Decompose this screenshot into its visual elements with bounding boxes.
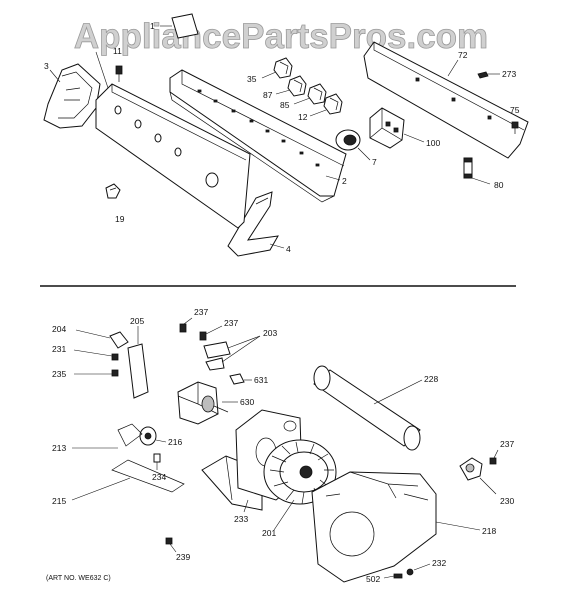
callout-218: 218 [482,526,496,536]
part-205-bracket [127,326,149,399]
callout-1: 1 [150,21,155,31]
callout-213: 213 [52,443,66,453]
callout-228: 228 [424,374,438,384]
callout-215: 215 [52,496,66,506]
part-1-bracket [160,13,199,39]
art-number: (ART NO. WE632 C) [46,575,111,582]
callout-85: 85 [280,100,290,110]
callout-234: 234 [152,472,166,482]
callout-75: 75 [510,105,520,115]
callout-230: 230 [500,496,514,506]
part-35-switch [261,57,293,79]
callout-87: 87 [263,90,273,100]
part-237-screw-c [489,449,499,465]
callout-205: 205 [130,316,144,326]
part-502-screw [383,573,403,579]
part-237-screw-a [179,317,193,333]
part-203-clips [203,335,261,371]
part-215-rod [71,459,185,501]
part-213-arm [72,423,143,449]
callout-239: 239 [176,552,190,562]
part-75-screw [511,121,519,134]
part-87-switch [275,75,307,97]
callout-11: 11 [113,46,122,56]
callout-237-c: 237 [500,439,514,449]
watermark-text: AppliancePartsPros.com [74,17,488,56]
part-72-backplate [363,41,529,159]
part-232-screw [406,563,431,576]
part-630-motor [177,381,238,425]
callout-19: 19 [115,214,125,224]
part-231-screw [73,349,119,361]
callout-203: 203 [263,328,277,338]
part-218-housing [311,471,481,583]
callout-7: 7 [372,157,377,167]
part-100-timer [369,107,425,149]
callout-80: 80 [494,180,504,190]
callout-201: 201 [262,528,276,538]
callout-237-b: 237 [224,318,238,328]
part-273-screw [477,71,500,79]
part-80-fuse [463,157,491,185]
part-230-thermostat [459,457,497,495]
callout-4: 4 [286,244,291,254]
callout-216: 216 [168,437,182,447]
callout-3: 3 [44,61,49,71]
part-239-screw [165,537,177,553]
part-204-clamp [75,329,129,349]
part-7-knob [335,129,371,161]
control-panel-face [95,51,251,229]
callout-72: 72 [458,50,468,60]
callout-232: 232 [432,558,446,568]
part-228-duct [313,365,423,451]
callout-2: 2 [342,176,347,186]
callout-235: 235 [52,369,66,379]
part-201-blower-wheel [263,439,337,531]
part-4-bracket [227,191,285,257]
callout-12: 12 [298,112,308,122]
callout-502: 502 [366,574,380,584]
part-11-screw [115,65,123,82]
part-235-screw [74,369,119,377]
part-3-endcap [43,63,101,129]
callout-630: 630 [240,397,254,407]
callout-204: 204 [52,324,66,334]
callout-233: 233 [234,514,248,524]
part-85-switch [293,83,327,105]
callout-35: 35 [247,74,257,84]
callout-273: 273 [502,69,516,79]
callout-100: 100 [426,138,440,148]
part-2-panel-frame [169,69,347,203]
part-12-switch [309,93,343,117]
part-234-spring [153,453,161,470]
callout-231: 231 [52,344,66,354]
part-237-screw-b [199,325,223,341]
part-19-knob [105,183,121,199]
part-631-spring [229,373,252,385]
callout-631: 631 [254,375,268,385]
part-216-pulley [139,426,167,446]
callout-237-a: 237 [194,307,208,317]
